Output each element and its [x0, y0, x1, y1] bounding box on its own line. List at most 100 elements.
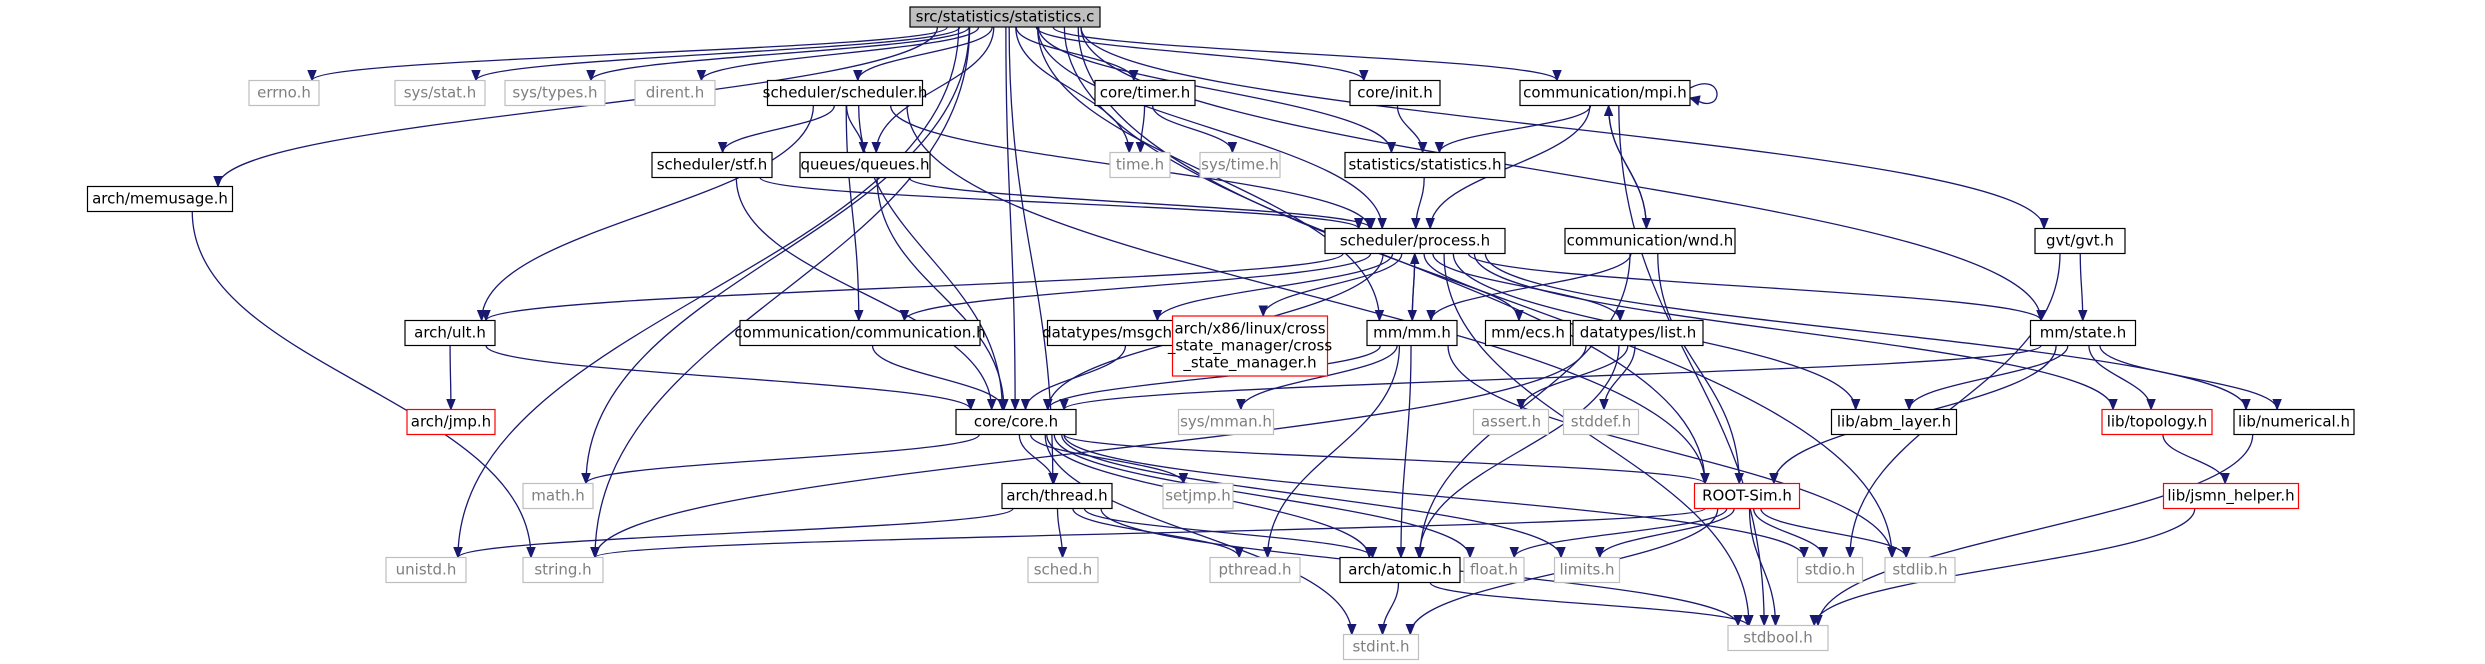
- node-stdint[interactable]: stdint.h: [1342, 633, 1420, 661]
- node-ecs[interactable]: mm/ecs.h: [1484, 319, 1572, 347]
- node-numerical[interactable]: lib/numerical.h: [2233, 408, 2355, 436]
- node-label: scheduler/process.h: [1340, 232, 1490, 250]
- node-label: mm/mm.h: [1373, 324, 1451, 342]
- edge-ult-to-jmp: [446, 345, 456, 411]
- node-sysstat[interactable]: sys/stat.h: [394, 79, 486, 107]
- node-cross[interactable]: arch/x86/linux/cross_state_manager/cross…: [1167, 315, 1333, 377]
- node-errno[interactable]: errno.h: [248, 79, 320, 107]
- node-rootsim[interactable]: ROOT-Sim.h: [1693, 482, 1801, 510]
- edge-root-to-stats: [1037, 26, 1397, 154]
- node-state[interactable]: mm/state.h: [2029, 319, 2137, 347]
- edge-line: [1429, 105, 1591, 229]
- node-process[interactable]: scheduler/process.h: [1324, 227, 1506, 255]
- edge-process-to-msgch: [1152, 253, 1394, 322]
- node-sched_h[interactable]: scheduler/scheduler.h: [763, 79, 928, 107]
- node-label: core/init.h: [1357, 84, 1433, 102]
- node-box: [1094, 79, 1196, 107]
- node-timer[interactable]: core/timer.h: [1094, 79, 1196, 107]
- edge-line: [485, 345, 972, 410]
- edge-line: [1438, 105, 1592, 153]
- node-label: scheduler/stf.h: [657, 156, 768, 174]
- edge-arrowhead: [213, 176, 223, 188]
- edge-arrowhead: [1178, 473, 1189, 485]
- node-label: mm/state.h: [2040, 324, 2127, 342]
- node-stdio[interactable]: stdio.h: [1796, 556, 1864, 584]
- edge-line: [1813, 508, 2196, 626]
- node-time[interactable]: time.h: [1109, 151, 1171, 179]
- edge-wnd-to-mmh: [1426, 253, 1632, 322]
- node-sysmman[interactable]: sys/mman.h: [1177, 408, 1275, 436]
- edge-arrowhead: [1354, 218, 1364, 230]
- node-float[interactable]: float.h: [1463, 556, 1525, 584]
- node-ult[interactable]: arch/ult.h: [404, 319, 496, 347]
- node-mmh[interactable]: mm/mm.h: [1366, 319, 1458, 347]
- node-box: [1472, 408, 1550, 436]
- edge-arrowhead: [1509, 547, 1519, 559]
- node-label: core/timer.h: [1100, 84, 1191, 102]
- edge-arrowhead: [1904, 399, 1914, 411]
- edge-gvt-to-state: [2078, 253, 2088, 322]
- node-string[interactable]: string.h: [522, 556, 604, 584]
- node-systypes[interactable]: sys/types.h: [504, 79, 606, 107]
- edge-timer-to-time: [1135, 105, 1146, 154]
- node-assert[interactable]: assert.h: [1472, 408, 1550, 436]
- node-label: stdio.h: [1805, 561, 1856, 579]
- node-unistd[interactable]: unistd.h: [385, 556, 467, 584]
- node-box: [1796, 556, 1864, 584]
- node-stdbool[interactable]: stdbool.h: [1727, 624, 1829, 652]
- edge-arrowhead: [1374, 310, 1385, 322]
- edge-line: [594, 507, 1706, 559]
- edge-arrowhead: [965, 399, 976, 411]
- node-box: [1830, 408, 1958, 436]
- node-thread[interactable]: arch/thread.h: [1001, 482, 1113, 510]
- edge-arrowhead: [1042, 399, 1053, 411]
- edge-jsmn-to-stdbool: [1809, 508, 2196, 627]
- edge-arrowhead: [1048, 473, 1059, 485]
- node-commh[interactable]: communication/communication.h: [734, 319, 986, 347]
- node-init[interactable]: core/init.h: [1349, 79, 1441, 107]
- edge-line: [1430, 253, 1632, 321]
- node-topology[interactable]: lib/topology.h: [2101, 408, 2213, 436]
- node-core[interactable]: core/core.h: [955, 408, 1077, 436]
- node-gvt[interactable]: gvt/gvt.h: [2034, 227, 2126, 255]
- node-sched[interactable]: sched.h: [1027, 556, 1099, 584]
- node-math[interactable]: math.h: [522, 482, 594, 510]
- node-list[interactable]: datatypes/list.h: [1572, 319, 1704, 347]
- node-stddef[interactable]: stddef.h: [1562, 408, 1640, 436]
- node-setjmp[interactable]: setjmp.h: [1162, 482, 1234, 510]
- node-systime[interactable]: sys/time.h: [1199, 151, 1281, 179]
- node-box: [2101, 408, 2213, 436]
- node-queues[interactable]: queues/queues.h: [799, 151, 931, 179]
- edge-line: [1266, 345, 1401, 558]
- edge-line: [1035, 26, 1365, 81]
- edge-line: [1080, 26, 2045, 229]
- node-wnd[interactable]: communication/wnd.h: [1564, 227, 1736, 255]
- node-label: dirent.h: [646, 84, 704, 102]
- edge-rootsim-to-string: [590, 507, 1706, 559]
- node-label: errno.h: [257, 84, 311, 102]
- node-mpi[interactable]: communication/mpi.h: [1519, 79, 1691, 107]
- edge-line: [1037, 26, 1383, 229]
- node-atomic[interactable]: arch/atomic.h: [1339, 556, 1461, 584]
- node-stdlib[interactable]: stdlib.h: [1884, 556, 1956, 584]
- node-jsmn[interactable]: lib/jsmn_helper.h: [2162, 482, 2300, 510]
- node-box: [1001, 482, 1113, 510]
- node-abm[interactable]: lib/abm_layer.h: [1830, 408, 1958, 436]
- edge-topology-to-jsmn: [2162, 434, 2230, 485]
- edge-arrowhead: [446, 399, 456, 411]
- edge-stats-to-process: [1411, 177, 1425, 230]
- node-stats[interactable]: statistics/statistics.h: [1344, 151, 1506, 179]
- node-box: [1324, 227, 1506, 255]
- node-limits[interactable]: limits.h: [1553, 556, 1621, 584]
- edge-arrowhead: [1020, 399, 1031, 411]
- node-pthread[interactable]: pthread.h: [1209, 556, 1301, 584]
- edge-arrowhead: [1405, 624, 1416, 636]
- node-jmp[interactable]: arch/jmp.h: [406, 408, 496, 436]
- node-root[interactable]: src/statistics/statistics.c: [909, 6, 1101, 28]
- node-stf[interactable]: scheduler/stf.h: [651, 151, 773, 179]
- edge-line: [1083, 508, 1374, 558]
- edge-line: [1063, 344, 2042, 411]
- node-memusage[interactable]: arch/memusage.h: [86, 185, 234, 213]
- edge-queues-to-process: [908, 176, 1376, 230]
- node-dirent[interactable]: dirent.h: [634, 79, 716, 107]
